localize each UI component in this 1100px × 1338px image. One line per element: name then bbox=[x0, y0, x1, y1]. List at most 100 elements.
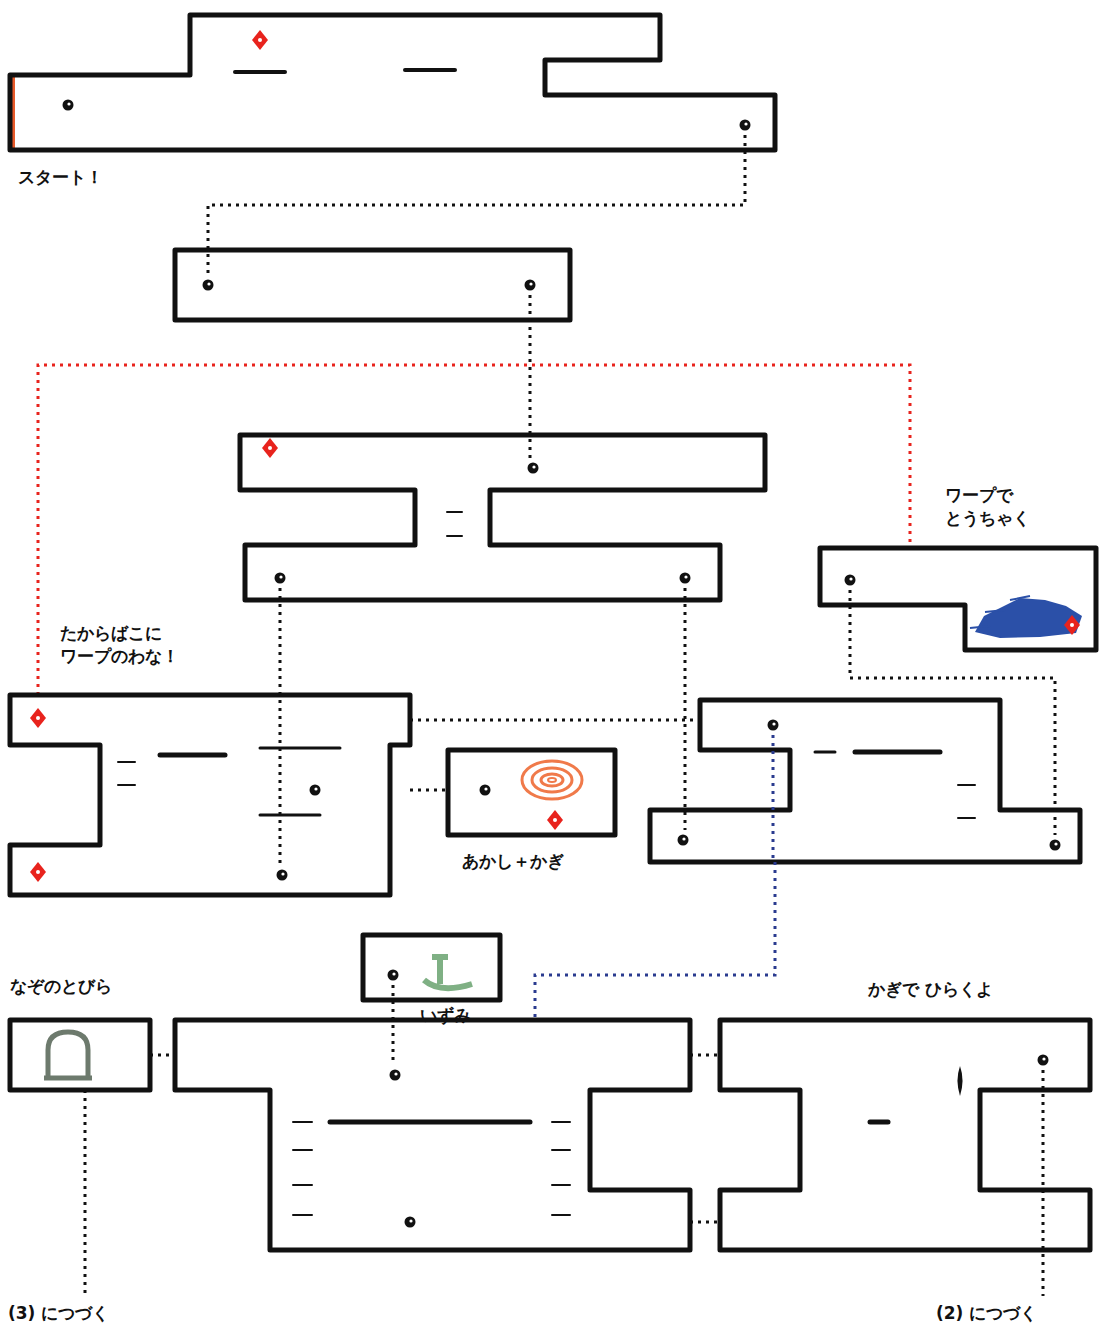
wall-dash bbox=[815, 751, 835, 754]
warp-hole bbox=[275, 573, 286, 584]
warp-hole bbox=[207, 282, 210, 285]
room-outline bbox=[720, 1020, 1090, 1250]
warp-hole bbox=[744, 122, 747, 125]
warp-hole bbox=[768, 720, 779, 731]
treasure-chest bbox=[268, 446, 272, 450]
warp-hole bbox=[405, 1217, 416, 1228]
spring-symbol bbox=[424, 980, 472, 988]
treasure-chest bbox=[30, 862, 46, 882]
treasure-chest bbox=[553, 818, 557, 822]
key-mark bbox=[958, 1066, 963, 1096]
wall-dash bbox=[293, 1149, 312, 1151]
treasure-chest bbox=[1064, 615, 1080, 635]
wall-dash bbox=[552, 1149, 570, 1151]
wall-dash bbox=[235, 70, 285, 74]
warp-hole bbox=[680, 573, 691, 584]
wall-dash bbox=[552, 1121, 570, 1123]
room-outline bbox=[10, 1020, 150, 1090]
passage-line bbox=[684, 588, 687, 830]
warp-hole bbox=[484, 787, 487, 790]
warp-hole bbox=[314, 787, 317, 790]
room-label: たからばこに ワープのわな！ bbox=[60, 622, 179, 668]
wall-dash bbox=[958, 817, 975, 819]
passage-line bbox=[535, 862, 775, 1020]
treasure-chest bbox=[262, 438, 278, 458]
room-box: スタート！ bbox=[10, 15, 775, 150]
warp-hole bbox=[394, 1072, 397, 1075]
room-outline bbox=[10, 15, 775, 150]
wall-dash bbox=[958, 784, 975, 786]
passage-line bbox=[208, 135, 745, 275]
wall-dash bbox=[405, 68, 455, 72]
room-box: あかし＋かぎ bbox=[448, 750, 615, 835]
room-outline bbox=[448, 750, 615, 835]
wall-dash bbox=[330, 1120, 530, 1125]
warp-hole bbox=[528, 463, 539, 474]
room-outline bbox=[363, 935, 500, 1000]
warp-hole bbox=[277, 870, 288, 881]
warp-hole bbox=[1050, 840, 1061, 851]
room-label: かぎで ひらくよ bbox=[868, 978, 993, 1001]
passage-line bbox=[150, 1054, 175, 1057]
passage-line bbox=[690, 1054, 720, 1057]
treasure-chest bbox=[1070, 623, 1074, 627]
warp-hole bbox=[529, 282, 532, 285]
room-outline bbox=[650, 700, 1080, 862]
room-outline bbox=[448, 750, 615, 835]
mystery-door bbox=[44, 1032, 92, 1078]
spring-symbol bbox=[432, 955, 448, 984]
warp-hole bbox=[203, 280, 214, 291]
room-label: あかし＋かぎ bbox=[462, 850, 564, 873]
room-label: ワープで とうちゃく bbox=[945, 484, 1030, 530]
wall-dash bbox=[118, 761, 135, 763]
wall-dash bbox=[447, 511, 462, 513]
warp-hole bbox=[310, 785, 321, 796]
room-box: いずみ bbox=[363, 935, 500, 1000]
wall-dash bbox=[118, 784, 135, 786]
treasure-swirl bbox=[548, 778, 556, 782]
treasure-chest bbox=[36, 716, 40, 720]
warp-hole bbox=[682, 837, 685, 840]
wall-dash bbox=[260, 814, 320, 817]
warp-hole bbox=[390, 1070, 401, 1081]
room-label: なぞのとびら bbox=[10, 975, 112, 998]
warp-hole bbox=[772, 722, 775, 725]
room-outline bbox=[10, 1020, 150, 1090]
treasure-chest bbox=[36, 870, 40, 874]
warp-hole bbox=[678, 835, 689, 846]
passage-line bbox=[529, 295, 532, 458]
passage-line bbox=[84, 1090, 87, 1296]
warp-hole bbox=[281, 872, 284, 875]
warp-hole bbox=[67, 102, 70, 105]
warp-hole bbox=[1042, 1057, 1045, 1060]
warp-hole bbox=[392, 972, 395, 975]
passage-line bbox=[690, 1221, 720, 1224]
warp-hole bbox=[409, 1219, 412, 1222]
room-outline bbox=[820, 548, 1096, 650]
passage-line bbox=[1042, 1070, 1045, 1296]
treasure-swirl bbox=[522, 761, 582, 799]
wall-dash bbox=[160, 753, 225, 758]
treasure-swirl bbox=[532, 768, 572, 792]
warp-hole bbox=[480, 785, 491, 796]
room-outline bbox=[10, 695, 410, 895]
treasure-chest bbox=[252, 30, 268, 50]
warp-hole bbox=[1054, 842, 1057, 845]
treasure-chest bbox=[30, 708, 46, 728]
passage-line bbox=[279, 588, 282, 865]
wall-dash bbox=[855, 750, 940, 755]
warp-connector bbox=[410, 789, 448, 792]
passage-line bbox=[392, 985, 395, 1065]
room-outline bbox=[240, 435, 765, 600]
room-outline bbox=[10, 15, 775, 150]
room-outline bbox=[10, 695, 410, 895]
continue-note: (3) につづく bbox=[8, 1302, 109, 1325]
room-outline bbox=[175, 250, 570, 320]
continue-note: (2) につづく bbox=[936, 1302, 1037, 1325]
warp-hole bbox=[525, 280, 536, 291]
room-outline bbox=[820, 548, 1096, 650]
room-box: たからばこに ワープのわな！ bbox=[10, 695, 410, 895]
